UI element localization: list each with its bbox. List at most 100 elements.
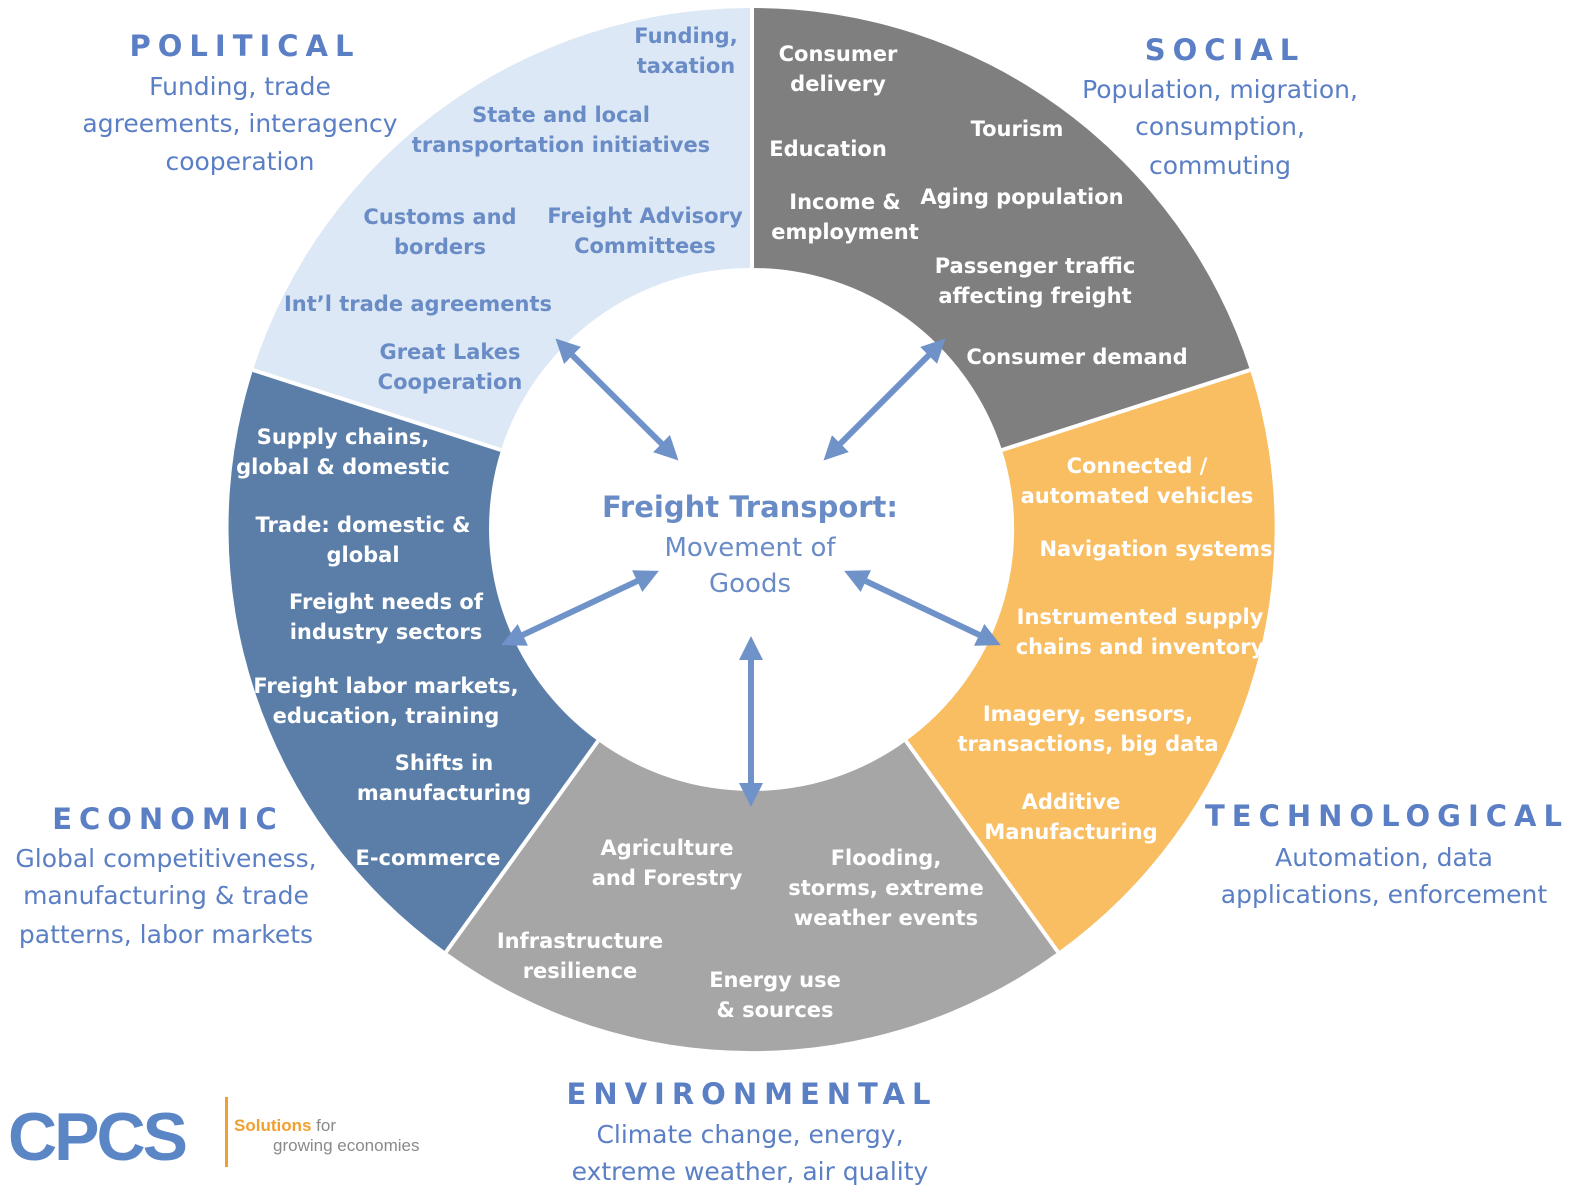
technological-item-line: chains and inventory: [1016, 635, 1265, 659]
environmental-item-line: Infrastructure: [497, 929, 663, 953]
technological-item: Instrumented supply chains and inventory: [1016, 605, 1265, 659]
economic-desc-line1: Global competitiveness,: [15, 844, 316, 873]
center-subtitle-line1: Movement of: [664, 533, 836, 563]
political-item-line: State and local: [472, 103, 650, 127]
environmental-item-line: & sources: [716, 998, 833, 1022]
technological-desc-line2: applications, enforcement: [1221, 880, 1548, 909]
political-item-line: Int’l trade agreements: [284, 292, 552, 316]
political-desc-line1: Funding, trade: [149, 72, 331, 101]
social-item-line: Tourism: [971, 117, 1064, 141]
economic-item: Freight labor markets, education, trainin…: [253, 674, 518, 728]
political-item-line: Cooperation: [378, 370, 523, 394]
economic-item: Freight needs of industry sectors: [289, 590, 484, 644]
social-item-line: employment: [771, 220, 919, 244]
social-desc-line3: commuting: [1149, 151, 1291, 180]
political-item: State and local transportation initiative…: [412, 103, 710, 157]
technological-item-line: Manufacturing: [984, 820, 1157, 844]
political-desc-line3: cooperation: [165, 147, 314, 176]
category-labels: POLITICAL Funding, trade agreements, int…: [15, 29, 1569, 1186]
logo-wordmark: CPCS: [8, 1099, 186, 1175]
center-subtitle-line2: Goods: [709, 569, 791, 599]
political-item: Funding,taxation: [634, 24, 737, 78]
economic-item: Shifts in manufacturing: [357, 751, 531, 805]
economic-desc-line2: manufacturing & trade: [23, 881, 309, 910]
economic-item-line: Shifts in: [395, 751, 493, 775]
technological-item-line: Additive: [1022, 790, 1121, 814]
political-item-line: Customs and: [363, 205, 516, 229]
technological-desc-line1: Automation, data: [1275, 843, 1493, 872]
political-item-line: taxation: [637, 54, 736, 78]
social-item-line: delivery: [790, 72, 886, 96]
environmental-item-line: resilience: [523, 959, 638, 983]
social-item-line: Passenger traffic: [935, 254, 1136, 278]
social-item-line: Consumer demand: [966, 345, 1187, 369]
economic-item-line: Trade: domestic &: [256, 513, 471, 537]
social-item: Tourism: [971, 117, 1064, 141]
center-title: Freight Transport:: [602, 490, 898, 524]
political-item: Int’l trade agreements: [284, 292, 552, 316]
economic-item-line: global: [326, 543, 399, 567]
social-title: SOCIAL: [1145, 33, 1306, 67]
technological-item-line: transactions, big data: [957, 732, 1218, 756]
social-item: Consumer delivery: [779, 42, 898, 96]
social-item: Aging population: [920, 185, 1123, 209]
technological-item: Connected /automated vehicles: [1021, 454, 1254, 508]
technological-segment: [906, 370, 1275, 952]
logo-tagline-line2: growing economies: [273, 1136, 419, 1155]
social-item-line: Income &: [789, 190, 900, 214]
economic-item-line: education, training: [273, 704, 500, 728]
political-desc-line2: agreements, interagency: [82, 109, 397, 138]
technological-item-line: Navigation systems: [1039, 537, 1272, 561]
economic-item-line: industry sectors: [290, 620, 483, 644]
economic-desc-line3: patterns, labor markets: [19, 920, 313, 949]
economic-item: Supply chains,global & domestic: [236, 425, 450, 479]
technological-item: Imagery, sensors, transactions, big data: [957, 702, 1218, 756]
center-label: Freight Transport: Movement of Goods: [602, 490, 898, 599]
social-item: Consumer demand: [966, 345, 1187, 369]
social-item-line: Education: [769, 137, 887, 161]
environmental-item: Infrastructure resilience: [497, 929, 663, 983]
technological-item-line: Instrumented supply: [1017, 605, 1264, 629]
technological-item: Navigation systems: [1039, 537, 1272, 561]
environmental-item-line: Agriculture: [600, 836, 733, 860]
economic-title: ECONOMIC: [52, 802, 284, 836]
environmental-item-line: Energy use: [709, 968, 841, 992]
political-item-line: borders: [394, 235, 486, 259]
social-item-line: Aging population: [920, 185, 1123, 209]
segment-dividers: [252, 8, 1251, 954]
economic-segment: [228, 370, 598, 952]
political-segment: [253, 7, 752, 450]
political-item-line: Great Lakes: [379, 340, 520, 364]
environmental-segment: [446, 741, 1058, 1052]
social-desc-line1: Population, migration,: [1082, 75, 1358, 104]
economic-item-line: manufacturing: [357, 781, 531, 805]
environmental-item-line: Flooding,: [831, 846, 942, 870]
economic-item-line: Freight labor markets,: [253, 674, 518, 698]
social-item: Income & employment: [771, 190, 919, 244]
environmental-desc-line2: extreme weather, air quality: [572, 1157, 929, 1186]
social-segment: [752, 7, 1250, 451]
social-item: Education: [769, 137, 887, 161]
economic-item-line: Freight needs of: [289, 590, 484, 614]
social-item-line: Consumer: [779, 42, 898, 66]
social-desc-line2: consumption,: [1135, 112, 1305, 141]
economic-item-line: E-commerce: [356, 846, 501, 870]
logo-tagline-line1: Solutions for: [234, 1116, 336, 1135]
technological-item-line: Imagery, sensors,: [983, 702, 1193, 726]
technological-item-line: Connected /: [1067, 454, 1208, 478]
environmental-item: Energy use & sources: [709, 968, 841, 1022]
logo-divider: [225, 1097, 228, 1167]
economic-item-line: global & domestic: [236, 455, 450, 479]
political-item-line: transportation initiatives: [412, 133, 710, 157]
technological-title: TECHNOLOGICAL: [1205, 799, 1569, 833]
political-title: POLITICAL: [130, 29, 361, 63]
political-item-line: Freight Advisory: [547, 204, 743, 228]
political-item-line: Committees: [574, 234, 716, 258]
economic-item: Trade: domestic & global: [256, 513, 471, 567]
